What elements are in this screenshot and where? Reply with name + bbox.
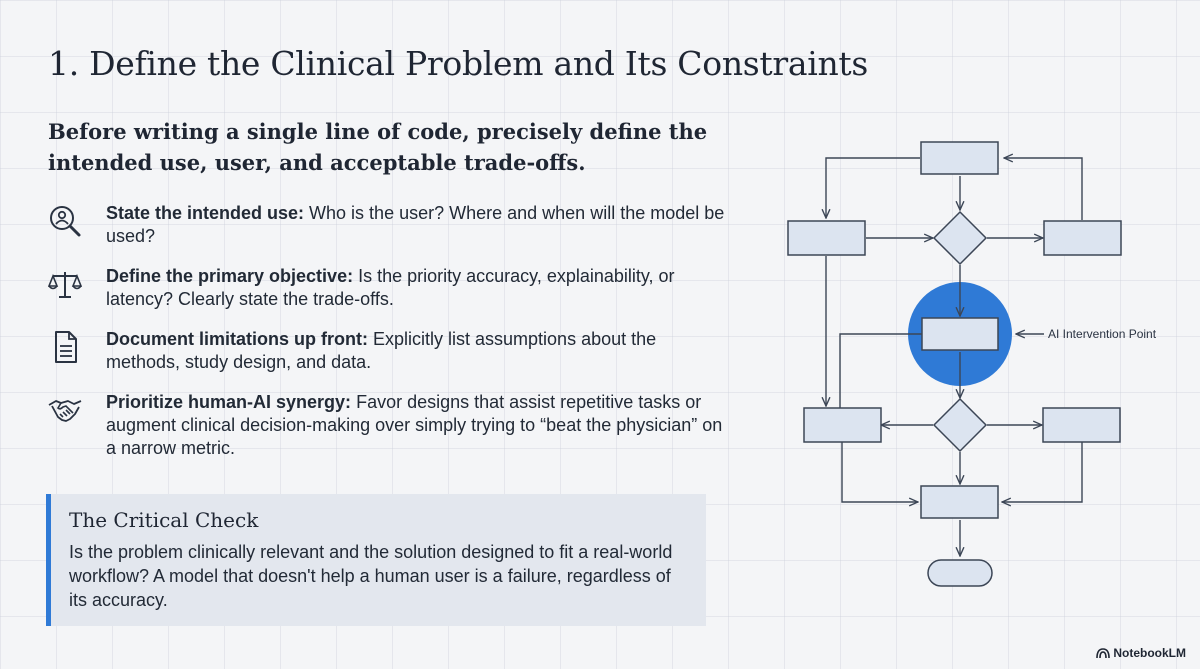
flow-node-top <box>920 141 999 175</box>
list-item-text: State the intended use: Who is the user?… <box>106 202 728 248</box>
slide-subtitle: Before writing a single line of code, pr… <box>48 119 708 175</box>
flow-node-ai <box>921 317 999 351</box>
slide-title: 1. Define the Clinical Problem and Its C… <box>48 44 869 83</box>
list-item-description: Is the priority accuracy, explainability… <box>106 266 675 309</box>
flow-node-merge <box>920 485 999 519</box>
flow-decision-lower <box>932 397 988 453</box>
workflow-diagram: AI Intervention Point <box>787 141 1157 587</box>
list-item-label: Prioritize human-AI synergy: <box>106 392 352 412</box>
list-item-description: Explicitly list assumptions about the me… <box>106 329 657 372</box>
list-item-text: Document limitations up front: Explicitl… <box>106 328 728 374</box>
flow-decision-upper <box>932 210 988 266</box>
list-item-primary-objective: Define the primary objective: Is the pri… <box>48 265 728 328</box>
flow-node-left-upper <box>787 220 866 256</box>
critical-check-callout: The Critical Check Is the problem clinic… <box>46 494 706 626</box>
key-points-list: State the intended use: Who is the user?… <box>48 202 728 460</box>
balance-scale-icon <box>48 272 82 298</box>
list-item-human-ai-synergy: Prioritize human-AI synergy: Favor desig… <box>48 391 728 460</box>
ai-intervention-label: AI Intervention Point <box>1048 327 1157 341</box>
magnifier-person-icon <box>50 206 81 237</box>
flow-node-right-lower <box>1042 407 1121 443</box>
list-item-label: Document limitations up front: <box>106 329 368 349</box>
document-icon <box>55 331 77 363</box>
list-item-intended-use: State the intended use: Who is the user?… <box>48 202 728 265</box>
list-item-label: State the intended use: <box>106 203 305 223</box>
handshake-icon <box>48 400 82 422</box>
flow-node-left-lower <box>803 407 882 443</box>
list-item-limitations: Document limitations up front: Explicitl… <box>48 328 728 391</box>
brand-name: NotebookLM <box>1113 646 1186 660</box>
flow-terminal-end <box>927 559 993 587</box>
list-item-label: Define the primary objective: <box>106 266 354 286</box>
notebooklm-logo-icon <box>1096 648 1111 659</box>
list-item-description: Favor designs that assist repetitive tas… <box>106 392 723 458</box>
flow-node-right-upper <box>1043 220 1122 256</box>
list-item-description: Who is the user? Where and when will the… <box>106 203 725 246</box>
list-item-text: Define the primary objective: Is the pri… <box>106 265 728 311</box>
brand-watermark: NotebookLM <box>1096 646 1186 660</box>
callout-title: The Critical Check <box>69 508 259 532</box>
callout-body: Is the problem clinically relevant and t… <box>69 542 673 610</box>
list-item-text: Prioritize human-AI synergy: Favor desig… <box>106 391 728 460</box>
